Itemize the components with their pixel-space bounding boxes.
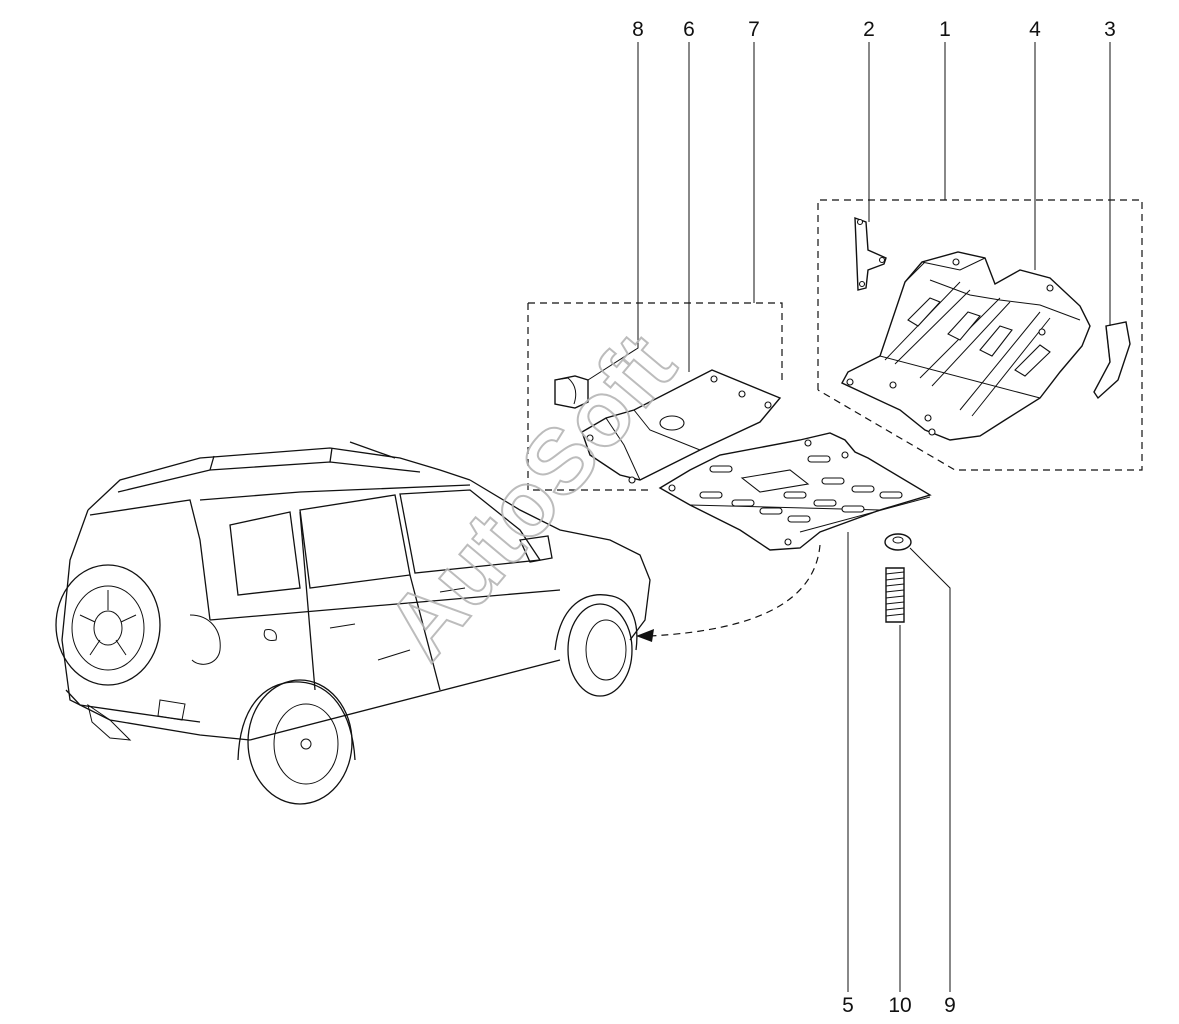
- callout-8: 8: [632, 18, 644, 41]
- callout-4: 4: [1029, 18, 1041, 41]
- group-boundary-1: [817, 199, 1143, 471]
- leader-lines: [587, 42, 1111, 992]
- callout-9: 9: [944, 994, 956, 1017]
- vehicle-drawing: [55, 441, 651, 805]
- callout-2: 2: [863, 18, 875, 41]
- callout-1: 1: [939, 18, 951, 41]
- part-3-bracket: [1093, 321, 1131, 400]
- callout-10: 10: [888, 994, 911, 1017]
- callout-5: 5: [842, 994, 854, 1017]
- group-boundary-7: [527, 302, 783, 491]
- watermark-text: AutoSoft: [367, 315, 695, 678]
- part-9-nut: [884, 533, 912, 551]
- part-4-engine-skid-plate: [841, 251, 1091, 441]
- callout-3: 3: [1104, 18, 1116, 41]
- callout-6: 6: [683, 18, 695, 41]
- callout-7: 7: [748, 18, 760, 41]
- part-5-skid-plate: [658, 432, 932, 551]
- part-6-gearbox-skid-plate: [581, 369, 782, 484]
- callout-labels: 8 6 7 2 1 4 3 5 10 9: [632, 18, 1116, 1017]
- part-10-stud: [885, 567, 905, 623]
- part-2-bracket: [854, 216, 887, 291]
- install-location-arrow: [636, 544, 821, 642]
- skid-plate-slots: [699, 455, 903, 523]
- part-8-bushing: [554, 375, 589, 409]
